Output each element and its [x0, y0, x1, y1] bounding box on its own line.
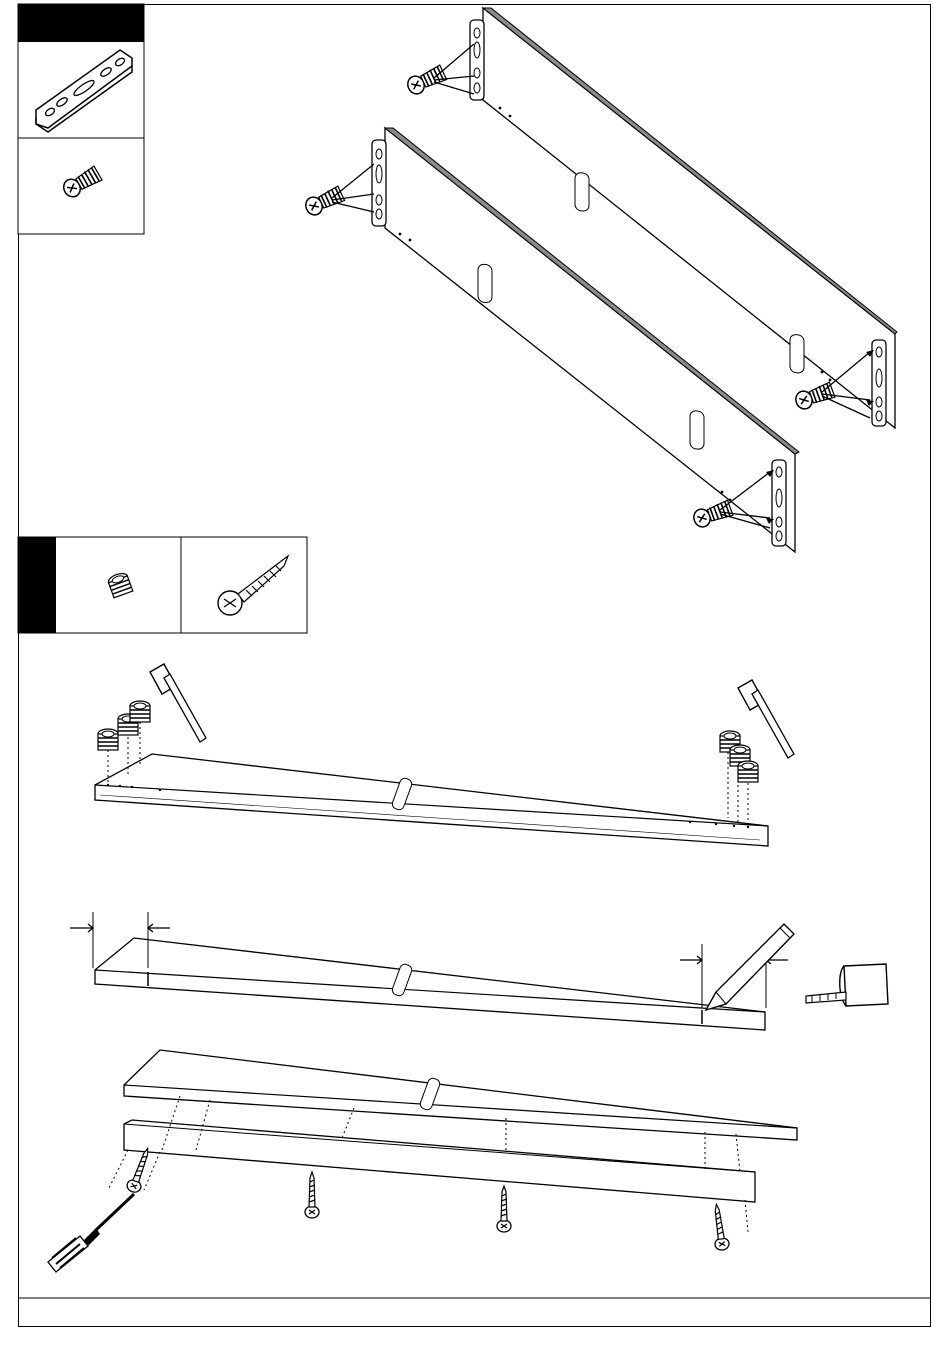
step-a-parts-panel [18, 4, 144, 234]
screwdriver-icon [48, 1194, 134, 1272]
step-b-number-tab [18, 537, 56, 633]
wood-screw [710, 1203, 730, 1251]
board-marking [70, 912, 788, 1030]
wood-screw [125, 1146, 154, 1194]
step-b-parts-panel [18, 537, 307, 633]
tape-measure-icon [806, 964, 888, 1006]
step-a-number-tab [18, 4, 144, 42]
euro-screw [303, 185, 345, 217]
pencil-icon [706, 924, 794, 1010]
euro-screw [405, 64, 447, 96]
cam-dowel [130, 701, 150, 722]
hammer-icon [150, 664, 206, 742]
cam-dowel [98, 729, 118, 750]
board-with-dowels [95, 722, 768, 846]
cam-dowel [738, 761, 758, 782]
euro-screw [691, 499, 733, 529]
wood-screw [497, 1186, 511, 1232]
wood-screw [305, 1172, 319, 1218]
top-board [124, 1050, 797, 1140]
